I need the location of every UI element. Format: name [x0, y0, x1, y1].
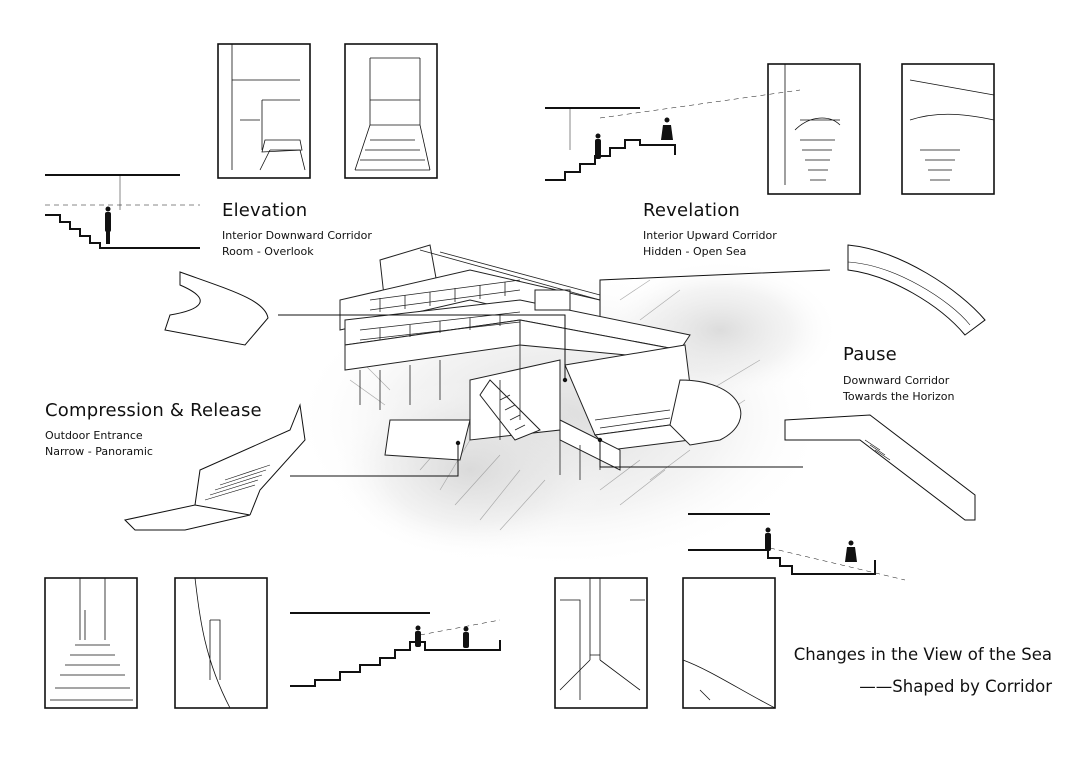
ramp-axonometric-pause — [784, 414, 976, 521]
elevation-line-2: Room - Overlook — [222, 245, 314, 258]
section-sketch-pause — [688, 513, 906, 581]
perspective-frame-revelation-1 — [767, 63, 861, 195]
revelation-line-1: Interior Upward Corridor — [643, 229, 777, 242]
perspective-frame-revelation-2 — [901, 63, 995, 195]
perspective-frame-compression-1 — [44, 577, 138, 709]
section-sketch-revelation — [545, 89, 801, 181]
caption-line-1: Changes in the View of the Sea — [793, 645, 1052, 664]
leader-dots — [455, 377, 603, 446]
stair-axonometric-compression — [123, 403, 306, 531]
curved-corridor-pause — [847, 244, 986, 336]
revelation-line-2: Hidden - Open Sea — [643, 245, 747, 258]
figure-icon — [415, 625, 469, 648]
elevation-title: Elevation — [222, 200, 308, 221]
perspective-frame-pause-2 — [682, 577, 776, 709]
perspective-frame-elevation-1 — [217, 43, 311, 179]
figure-icon — [765, 527, 857, 562]
compression-title: Compression & Release — [45, 400, 262, 421]
caption-line-2: ——Shaped by Corridor — [859, 677, 1052, 696]
figure-icon — [105, 206, 111, 244]
perspective-frame-pause-1 — [554, 577, 648, 709]
compression-line-1: Outdoor Entrance — [45, 429, 143, 442]
figure-icon — [595, 117, 673, 159]
curved-corridor-elevation — [164, 271, 269, 346]
foliage-strokes — [349, 279, 761, 531]
pause-title: Pause — [843, 344, 897, 365]
perspective-frame-compression-2 — [174, 577, 268, 709]
compression-line-2: Narrow - Panoramic — [45, 445, 153, 458]
section-sketch-elevation — [45, 174, 200, 249]
section-sketch-compression — [290, 612, 501, 687]
elevation-line-1: Interior Downward Corridor — [222, 229, 372, 242]
leader-lines — [278, 269, 831, 477]
revelation-title: Revelation — [643, 200, 741, 221]
perspective-frame-elevation-2 — [344, 43, 438, 179]
pause-line-2: Towards the Horizon — [843, 390, 955, 403]
pause-line-1: Downward Corridor — [843, 374, 950, 387]
